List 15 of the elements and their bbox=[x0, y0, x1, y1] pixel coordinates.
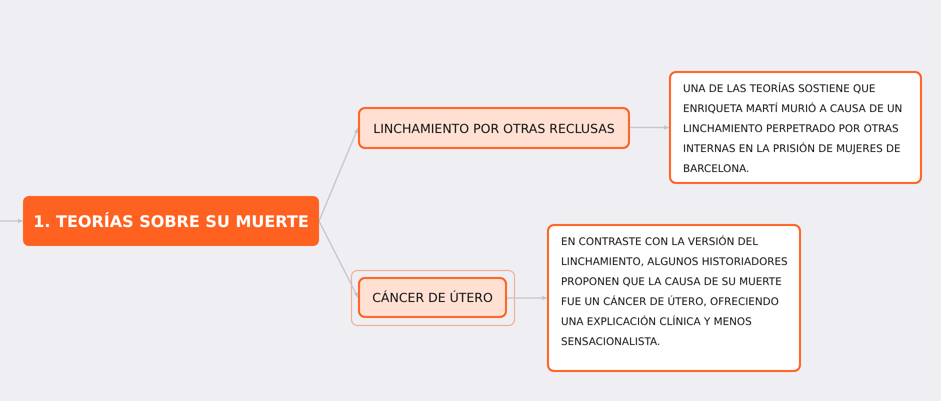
note-text: UNA DE LAS TEORÍAS SOSTIENE QUE ENRIQUETA MARTÍ MURIÓ A CAUSA DE UN LINCHAMIENTO PERPETRADO POR OTRAS INTERNAS EN LA PRISIÓN DE MUJERES DE BARCELONA. bbox=[683, 81, 904, 177]
connector-arrow bbox=[0, 218, 23, 224]
topic-label: CÁNCER DE ÚTERO bbox=[372, 290, 493, 305]
topic-box bbox=[358, 277, 507, 318]
connector-arrow bbox=[318, 128, 359, 222]
topic-label: 1. TEORÍAS SOBRE SU MUERTE bbox=[33, 212, 309, 230]
note-text: EN CONTRASTE CON LA VERSIÓN DEL LINCHAMIENTO, ALGUNOS HISTORIADORES PROPONEN QUE LA CAUSA DE SU MUERTE FUE UN CÁNCER DE ÚTERO, OFRECIENDO UNA EXPLICACIÓN CLÍNICA Y MENOS SENSACIONALISTA. bbox=[561, 234, 789, 350]
root-topic-box bbox=[23, 196, 319, 246]
topic-box bbox=[358, 107, 630, 149]
connector-arrow bbox=[318, 220, 359, 298]
connector-arrow bbox=[507, 296, 547, 300]
connector-arrow bbox=[630, 125, 669, 130]
note-box bbox=[669, 71, 922, 184]
topic-label: LINCHAMIENTO POR OTRAS RECLUSAS bbox=[373, 120, 615, 136]
note-box bbox=[547, 224, 801, 372]
